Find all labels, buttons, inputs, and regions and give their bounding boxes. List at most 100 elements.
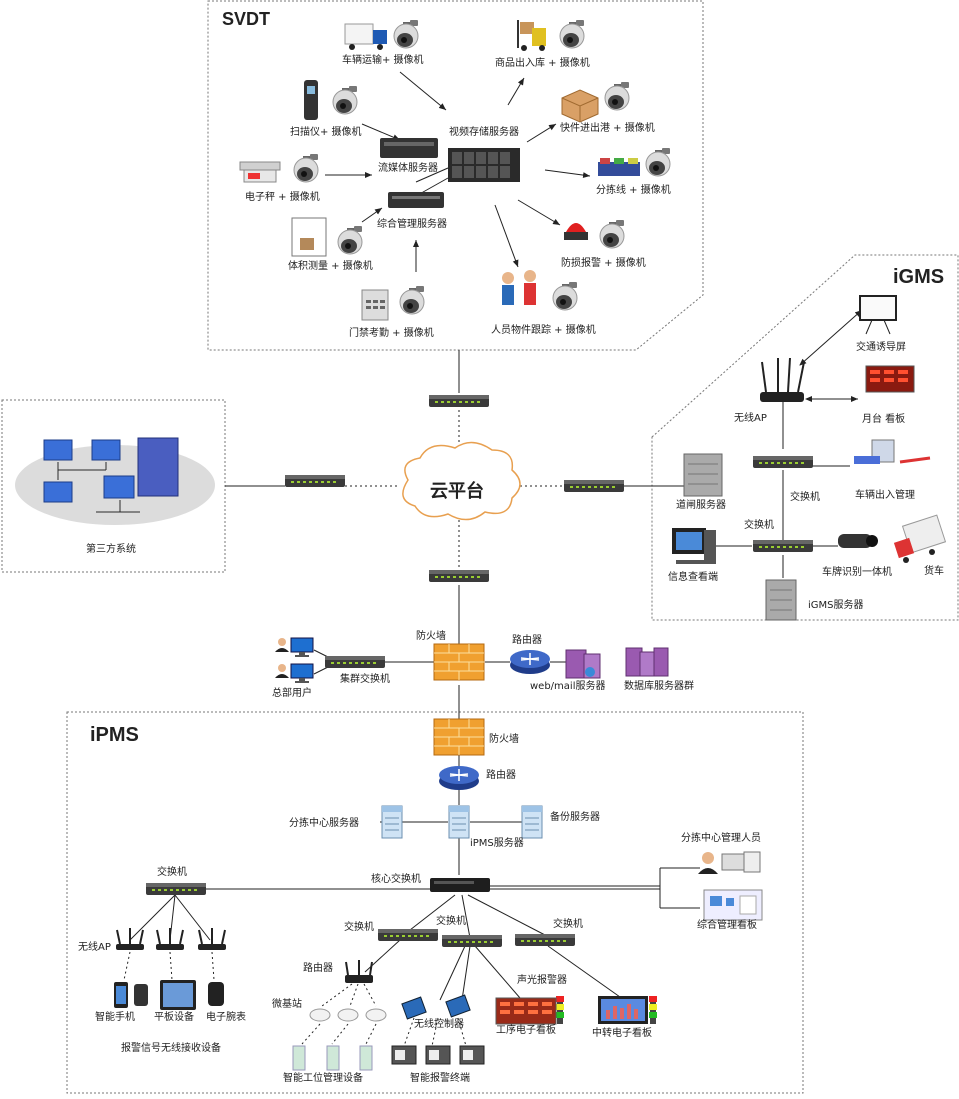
platform-board-label: 月台 看板 — [862, 414, 906, 425]
switch-icon — [146, 883, 206, 895]
firewall-icon — [433, 643, 485, 681]
camera-icon — [604, 81, 630, 111]
switch-icon — [285, 475, 345, 487]
workstation-mgmt-label: 智能工位管理设备 — [283, 1073, 363, 1084]
smartphone-icon — [114, 982, 148, 1008]
router2-label: 路由器 — [303, 963, 333, 974]
camera-icon — [293, 153, 319, 183]
ipms-server-label: iPMS服务器 — [470, 838, 524, 849]
package-icon — [561, 89, 599, 123]
backup-server-icon — [521, 805, 543, 839]
alarm-terminal-label: 智能报警终端 — [410, 1073, 470, 1084]
web-mail-label: web/mail服务器 — [530, 681, 606, 692]
backup-server-label: 备份服务器 — [550, 812, 600, 823]
ipms-firewall-label: 防火墙 — [489, 734, 519, 745]
region-title-igms: iGMS — [893, 266, 945, 288]
db-cluster-label: 数据库服务器群 — [624, 681, 694, 692]
svdt-stream-link — [415, 167, 449, 183]
wireless-links — [123, 951, 215, 981]
alarm-camera-label: 防损报警 + 摄像机 — [561, 258, 646, 269]
sorting-camera-label: 分拣线 + 摄像机 — [596, 185, 671, 196]
goods-camera-label: 商品出入库 + 摄像机 — [495, 58, 590, 69]
switch-icon — [378, 929, 438, 941]
traffic-screen-label: 交通诱导屏 — [856, 342, 906, 353]
switch-icon — [515, 934, 575, 946]
watch-label: 电子腕表 — [206, 1012, 246, 1023]
ipms-server-icon — [448, 805, 470, 839]
traffic-screen-icon — [859, 295, 897, 335]
workstation-device-icon — [292, 1045, 373, 1071]
alarm-terminal-icon — [391, 1045, 485, 1065]
info-terminal-icon — [672, 528, 716, 564]
truck-camera-label: 车辆运输+ 摄像机 — [342, 55, 424, 66]
alarm-receivers-label: 报警信号无线接收设备 — [121, 1043, 221, 1054]
micro-station-icon — [309, 1008, 387, 1022]
sorting-line-icon — [598, 158, 640, 176]
management-server-icon — [388, 192, 444, 208]
dashboard-label: 综合管理看板 — [697, 920, 757, 931]
manager-icon — [698, 851, 761, 874]
info-terminal-label: 信息查看端 — [668, 572, 718, 583]
ipms-boundary — [66, 711, 804, 1094]
third-party-label: 第三方系统 — [86, 544, 136, 555]
tablet-icon — [160, 980, 196, 1010]
gate-server-label: 道闸服务器 — [676, 500, 726, 511]
switch-icon — [753, 540, 813, 552]
manager-label: 分拣中心管理人员 — [681, 833, 761, 844]
igms-server-icon — [765, 579, 797, 621]
watch-icon — [208, 982, 224, 1006]
sort-center-server-label: 分拣中心服务器 — [289, 818, 359, 829]
camera-icon — [337, 225, 363, 255]
vehicle-gate-icon — [854, 439, 931, 464]
user-icon — [275, 638, 289, 652]
camera-icon — [393, 19, 419, 49]
camera-icon — [399, 285, 425, 315]
parcel-camera-label: 快件进出港 + 摄像机 — [560, 123, 655, 134]
micro-station-label: 微基站 — [272, 999, 302, 1010]
cluster-switch-icon — [325, 656, 385, 668]
camera-icon — [552, 281, 578, 311]
access-control-icon — [361, 289, 389, 321]
cluster-switch-label: 集群交换机 — [340, 674, 390, 685]
mgmt-server-label: 综合管理服务器 — [377, 219, 447, 230]
hq-router-label: 路由器 — [512, 635, 542, 646]
camera-icon — [599, 219, 625, 249]
igms-server-label: iGMS服务器 — [808, 600, 864, 611]
hq-users-label: 总部用户 — [272, 688, 312, 699]
core-switch-icon — [430, 878, 490, 892]
camera-icon — [559, 19, 585, 49]
wireless-ap-icon — [197, 927, 227, 951]
smartphone-label: 智能手机 — [95, 1012, 135, 1023]
electronic-scale-icon — [239, 161, 281, 183]
wireless-ap-icon — [760, 357, 805, 402]
svdt-boundary — [207, 0, 704, 351]
process-board-label: 工序电子看板 — [496, 1025, 556, 1036]
pc-icon — [290, 663, 314, 684]
audio-alarm-label: 声光报警器 — [517, 975, 567, 986]
igms-boundary — [651, 254, 959, 621]
igms-wireless-ap-label: 无线AP — [734, 413, 767, 424]
alarm-light-icon — [564, 223, 588, 240]
truck-icon — [893, 514, 947, 563]
wireless-controller-icon — [401, 994, 471, 1020]
wireless-ap-icon — [115, 927, 145, 951]
access-camera-label: 门禁考勤 + 摄像机 — [349, 328, 434, 339]
sort-center-server-icon — [381, 805, 403, 839]
cloud-label: 云平台 — [430, 481, 484, 502]
camera-icon — [645, 147, 671, 177]
igms-switch2-label: 交换机 — [744, 520, 774, 531]
firewall-icon — [433, 718, 485, 756]
switch-mid2-label: 交换机 — [436, 916, 466, 927]
volume-measure-icon — [291, 217, 327, 257]
pc-icon — [290, 637, 314, 658]
vehicle-mgmt-label: 车辆出入管理 — [855, 490, 915, 501]
scanner-camera-label: 扫描仪+ 摄像机 — [290, 127, 362, 138]
tracking-camera-label: 人员物件跟踪 + 摄像机 — [491, 325, 596, 336]
streaming-server-icon — [380, 138, 438, 158]
svdt-links — [325, 71, 591, 272]
core-switch-label: 核心交换机 — [371, 874, 421, 885]
router-icon — [509, 649, 551, 675]
truck-icon — [344, 23, 387, 50]
streaming-server-label: 流媒体服务器 — [378, 163, 438, 174]
